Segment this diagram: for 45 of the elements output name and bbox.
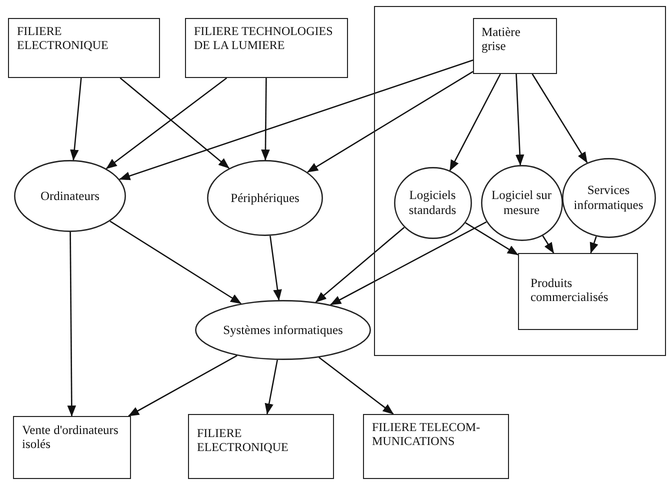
ellipse-node <box>14 160 126 232</box>
node-label: FILIERE TELECOM- MUNICATIONS <box>372 421 482 449</box>
process-box <box>472 18 556 74</box>
arrow <box>110 220 242 304</box>
process-box <box>363 414 509 479</box>
arrow <box>307 70 474 173</box>
node-label: FILIERE ELECTRONIQUE <box>17 25 110 53</box>
group-frame <box>374 6 666 356</box>
node-label: Produits commercialisés <box>530 276 610 304</box>
node-label: Ordinateurs <box>40 188 100 204</box>
arrow <box>515 74 524 166</box>
ellipse-node <box>207 160 323 236</box>
ellipse-node <box>195 300 371 360</box>
ellipse-node <box>480 164 562 240</box>
process-box <box>185 18 348 78</box>
node-label: Logiciels standards <box>408 188 458 217</box>
arrow <box>70 78 82 161</box>
arrow <box>532 74 588 164</box>
node-label: Logiciel sur mesure <box>490 188 553 217</box>
arrow <box>449 74 501 172</box>
arrow <box>67 232 76 417</box>
process-box <box>188 414 334 479</box>
arrow <box>330 221 487 306</box>
arrow <box>264 360 278 415</box>
arrow <box>315 226 405 303</box>
ellipse-node <box>394 166 472 238</box>
arrow <box>128 355 238 417</box>
node-label: Matière grise <box>482 24 522 54</box>
arrow <box>119 60 474 180</box>
node-label: FILIERE TECHNOLOGIES DE LA LUMIERE <box>194 25 334 53</box>
node-label: Vente d'ordinateurs isolés <box>22 423 120 452</box>
process-box <box>8 18 160 78</box>
node-label: Services informatiques <box>572 183 644 212</box>
arrow <box>542 235 554 254</box>
process-box <box>13 416 131 479</box>
arrow <box>270 236 282 301</box>
process-box <box>518 252 638 330</box>
ellipse-node <box>562 158 656 238</box>
arrow <box>318 356 394 415</box>
node-label: Systèmes informatiques <box>223 322 343 338</box>
node-label: Périphériques <box>230 190 300 206</box>
arrow <box>590 236 598 254</box>
arrow <box>261 78 270 161</box>
arrow <box>465 222 518 256</box>
node-label: FILIERE ELECTRONIQUE <box>197 427 290 455</box>
